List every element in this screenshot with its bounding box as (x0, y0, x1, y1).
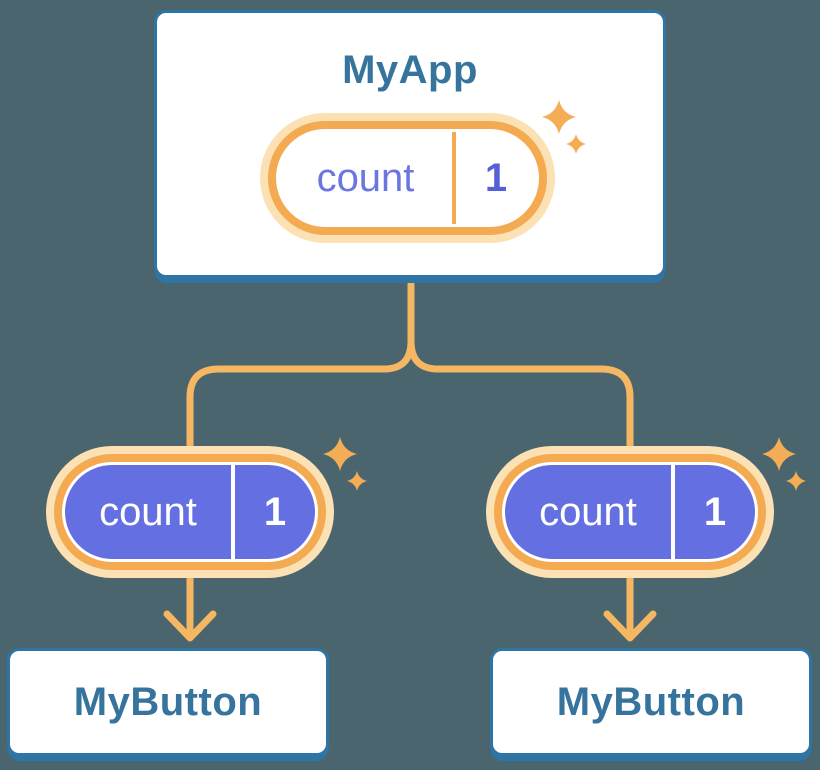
state-pill-parent-body: count 1 (279, 132, 536, 224)
prop-pill-left-body: count 1 (65, 465, 315, 559)
prop-pill-right-value: 1 (703, 490, 727, 534)
mybutton-card-right: MyButton (490, 648, 812, 756)
prop-pill-right-divider (671, 465, 675, 559)
left-arrow-head-icon (163, 610, 217, 642)
state-pill-parent-label: count (316, 156, 415, 200)
mybutton-right-title: MyButton (556, 680, 746, 724)
prop-pill-right: count 1 (486, 446, 774, 578)
prop-pill-right-label: count (539, 490, 637, 534)
sparkle-icon (762, 437, 806, 491)
prop-pill-left-label: count (99, 490, 197, 534)
prop-pill-right-body: count 1 (505, 465, 755, 559)
sparkle-icon (323, 437, 367, 491)
state-pill-parent: count 1 (260, 113, 555, 243)
sparkle-icon (542, 100, 586, 154)
prop-pill-left-value: 1 (263, 490, 287, 534)
state-pill-parent-value: 1 (484, 156, 508, 200)
right-branch-line (407, 337, 634, 458)
myapp-card-title: MyApp (342, 48, 478, 92)
left-branch-line (186, 337, 415, 458)
prop-pill-right-ring: count 1 (494, 454, 766, 570)
prop-pill-left-divider (231, 465, 235, 559)
right-arrow-head-icon (603, 610, 657, 642)
mybutton-card-left: MyButton (7, 648, 329, 756)
state-pill-parent-divider (452, 132, 456, 224)
mybutton-left-title: MyButton (73, 680, 263, 724)
prop-pill-left-ring: count 1 (54, 454, 326, 570)
state-pill-parent-ring: count 1 (268, 121, 547, 235)
prop-pill-left: count 1 (46, 446, 334, 578)
